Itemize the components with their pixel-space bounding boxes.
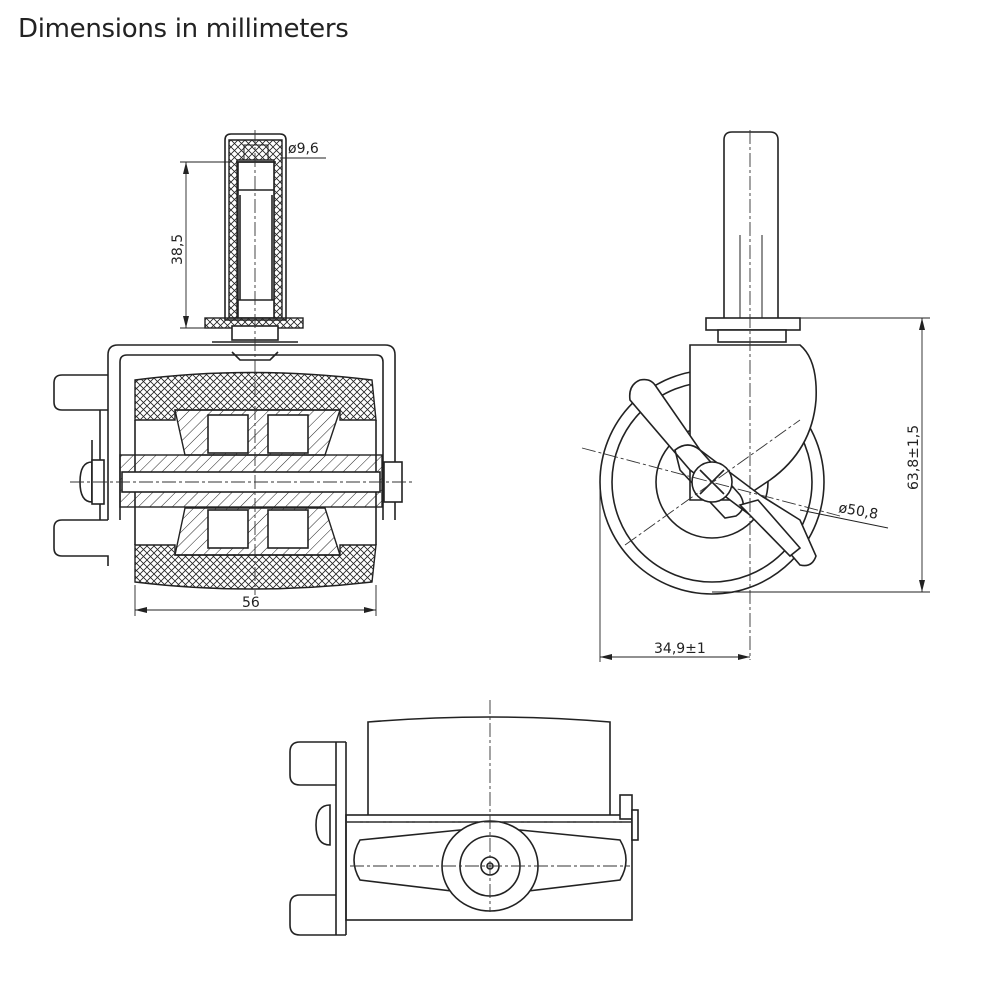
top-body — [367, 716, 611, 815]
dim-total-height: 63,8±1,5 — [712, 317, 930, 593]
dim-pin-height-label: 38,5 — [170, 234, 186, 265]
front-section-view — [53, 130, 412, 595]
side-housing — [689, 344, 817, 501]
top-brake-tab-bottom — [289, 894, 346, 936]
dim-wheel-diameter: ø50,8 — [799, 500, 889, 529]
dim-wheel-diameter-label: ø50,8 — [837, 500, 879, 523]
fork-bracket — [107, 344, 396, 520]
dim-offset: 34,9±1 — [599, 482, 750, 662]
top-brake-tab-top — [289, 741, 346, 786]
brake-tab-top — [53, 374, 108, 411]
dim-wheel-width-label: 56 — [242, 595, 260, 611]
brake-tab-bottom — [53, 519, 109, 566]
page-title: Dimensions in millimeters — [18, 14, 349, 44]
dim-pin-height: 38,5 — [170, 161, 232, 329]
side-flange — [705, 317, 801, 331]
dim-wheel-width: 56 — [134, 585, 377, 616]
side-view — [581, 130, 841, 660]
stem-outline — [224, 133, 287, 321]
side-stem — [723, 131, 779, 318]
dim-total-height-label: 63,8±1,5 — [906, 425, 922, 490]
dim-pin-diameter-label: ø9,6 — [288, 141, 319, 157]
dim-offset-label: 34,9±1 — [654, 641, 706, 657]
top-view — [289, 700, 639, 936]
dim-pin-diameter: ø9,6 — [280, 141, 326, 159]
wheel-hub — [174, 409, 341, 456]
